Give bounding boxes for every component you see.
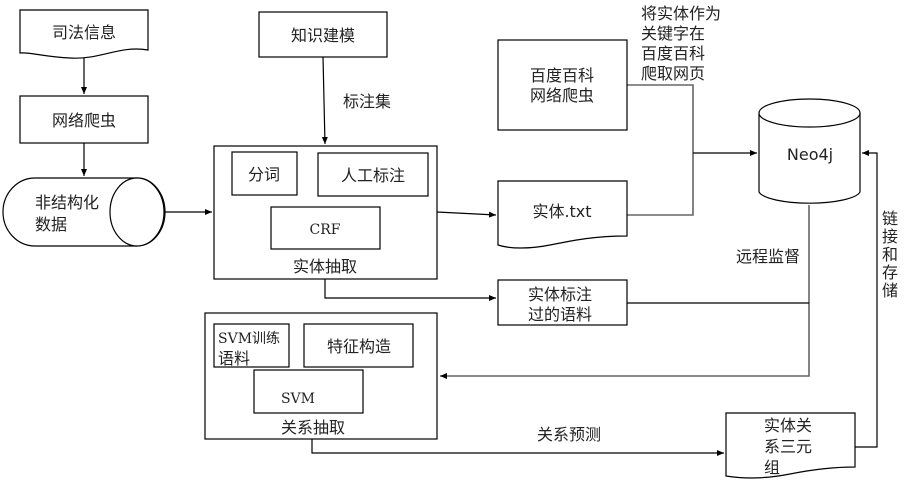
- node-svm-training-corpus[interactable]: [213, 323, 290, 368]
- link-store-char-4: 存: [882, 263, 898, 282]
- edge-label-remote-supervision: 远程监督: [736, 247, 800, 266]
- node-triples[interactable]: 实体关 系三元 组: [725, 412, 856, 479]
- node-segmentation-label: 分词: [248, 165, 280, 184]
- edge-link-and-store: [855, 150, 878, 448]
- crawl-note-line-1: 将实体作为: [641, 4, 721, 23]
- node-feature-construction-label: 特征构造: [327, 337, 391, 356]
- node-manual-annotation-label: 人工标注: [341, 166, 405, 185]
- node-triples-label-2: 系三元: [764, 437, 812, 456]
- edge-extraction-to-entity-txt: [436, 211, 497, 218]
- node-svm-label: SVM: [281, 391, 315, 407]
- node-triples-label-3: 组: [764, 458, 780, 477]
- edge-baidu-to-neo4j: [627, 84, 694, 153]
- node-relation-extraction[interactable]: SVM训练 语料 特征构造 SVM 关系抽取: [204, 312, 438, 440]
- node-judicial-info[interactable]: 司法信息: [19, 9, 149, 59]
- crawl-note-line-2: 关键字在: [641, 24, 705, 43]
- node-neo4j[interactable]: Neo4j: [758, 98, 861, 204]
- node-relation-extraction-title: 关系抽取: [281, 418, 345, 437]
- node-segmentation[interactable]: [231, 151, 298, 196]
- node-knowledge-modeling-label: 知识建模: [291, 26, 355, 45]
- edge-label-crawl-note: 将实体作为 关键字在 百度百科 爬取网页: [641, 4, 721, 83]
- node-entity-txt[interactable]: 实体.txt: [497, 180, 628, 249]
- edges: [81, 56, 878, 456]
- edge-entity-txt-to-neo4j: [627, 153, 694, 216]
- node-svm-training-corpus-label-1: SVM训练: [218, 331, 280, 347]
- node-neo4j-label: Neo4j: [787, 145, 833, 164]
- node-crf[interactable]: [270, 206, 381, 250]
- node-svm-training-corpus-label-2: 语料: [218, 349, 250, 368]
- node-entity-extraction-title: 实体抽取: [293, 257, 357, 276]
- link-store-char-5: 储: [882, 281, 898, 300]
- node-judicial-info-label: 司法信息: [52, 23, 116, 42]
- edge-extraction-to-corpus: [324, 279, 496, 301]
- edge-label-annotation-set: 标注集: [343, 92, 391, 111]
- node-baidu-crawler-label-2: 网络爬虫: [530, 86, 594, 105]
- node-manual-annotation[interactable]: [317, 152, 429, 197]
- node-unstructured-data[interactable]: 非结构化 数据: [2, 177, 166, 247]
- link-store-char-1: 链: [882, 209, 898, 228]
- node-triples-label-1: 实体关: [764, 416, 812, 435]
- node-feature-construction[interactable]: [303, 323, 414, 368]
- node-annotated-corpus-label-2: 过的语料: [528, 305, 592, 324]
- link-store-char-3: 和: [882, 245, 898, 264]
- node-web-crawler[interactable]: 网络爬虫: [19, 95, 149, 144]
- node-knowledge-modeling[interactable]: 知识建模: [258, 11, 388, 58]
- node-entity-extraction[interactable]: 分词 人工标注 CRF 实体抽取: [213, 145, 438, 280]
- node-unstructured-data-label-1: 非结构化: [35, 193, 99, 212]
- crawl-note-line-3: 百度百科: [641, 44, 705, 63]
- edge-modeling-to-entity-extraction: [321, 56, 328, 145]
- edge-remote-supervision: [440, 205, 810, 379]
- node-entity-txt-label: 实体.txt: [532, 202, 591, 221]
- crawl-note-line-4: 爬取网页: [641, 64, 705, 83]
- node-web-crawler-label: 网络爬虫: [52, 111, 116, 130]
- node-baidu-crawler-label-1: 百度百科: [530, 66, 594, 85]
- link-store-char-2: 接: [882, 227, 898, 246]
- node-baidu-crawler[interactable]: 百度百科 网络爬虫: [497, 39, 628, 131]
- edge-label-link-and-store: 链 接 和 存 储: [882, 209, 898, 300]
- node-svm[interactable]: [253, 369, 364, 414]
- edge-label-relation-prediction: 关系预测: [537, 425, 601, 444]
- edge-relation-prediction: [311, 439, 724, 456]
- node-crf-label: CRF: [310, 222, 341, 238]
- node-unstructured-data-label-2: 数据: [35, 215, 67, 234]
- node-annotated-corpus[interactable]: 实体标注 过的语料: [497, 279, 628, 326]
- node-annotated-corpus-label-1: 实体标注: [528, 285, 592, 304]
